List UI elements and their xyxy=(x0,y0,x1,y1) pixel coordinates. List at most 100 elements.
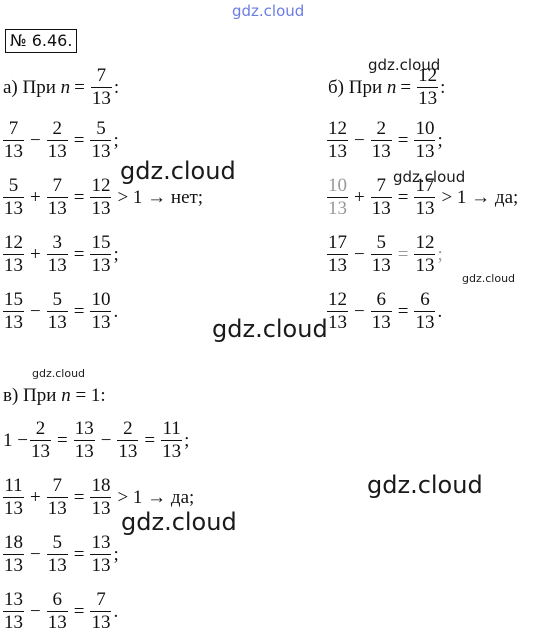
watermark: gdz.cloud xyxy=(367,471,483,499)
operator: + xyxy=(354,187,365,208)
denominator: 13 xyxy=(46,197,68,219)
numerator: 5 xyxy=(8,175,19,196)
part-b-label: б) При xyxy=(328,77,383,98)
watermark: gdz.cloud xyxy=(462,272,516,285)
denominator: 13 xyxy=(3,497,24,519)
equals-sign: = xyxy=(400,77,412,98)
variable-n: n xyxy=(60,77,71,98)
numerator: 10 xyxy=(328,175,347,196)
numerator: 12 xyxy=(328,289,347,310)
numerator: 17 xyxy=(328,232,347,253)
watermark: gdz.cloud xyxy=(368,56,441,74)
denominator: 13 xyxy=(46,254,68,276)
operator: + xyxy=(30,244,41,265)
task-number: № 6.46. xyxy=(5,29,78,53)
equals-sign: = xyxy=(73,301,85,322)
denominator: 13 xyxy=(46,554,68,576)
denominator: 13 xyxy=(46,497,68,519)
numerator: 2 xyxy=(376,118,386,139)
denominator: 13 xyxy=(370,254,392,276)
watermark: gdz.cloud xyxy=(32,367,86,380)
numerator: 11 xyxy=(4,475,23,496)
numerator: 12 xyxy=(328,118,347,139)
numerator: 6 xyxy=(52,589,62,610)
part-v-label: в) При xyxy=(3,385,57,406)
denominator: 13 xyxy=(3,254,24,276)
numerator: 12 xyxy=(4,232,23,253)
operator: + xyxy=(30,487,41,508)
watermark: gdz.cloud xyxy=(120,157,236,185)
colon: : xyxy=(113,77,120,98)
row-tail: . xyxy=(437,301,443,322)
numerator: 5 xyxy=(96,118,106,139)
denominator: 13 xyxy=(90,197,112,219)
denominator: 13 xyxy=(327,197,348,219)
denominator: 13 xyxy=(370,311,392,333)
denominator: 13 xyxy=(90,554,112,576)
numerator: 2 xyxy=(35,418,46,439)
equals-sign: = xyxy=(397,187,409,208)
denominator: 13 xyxy=(161,440,183,462)
watermark: gdz.cloud xyxy=(121,508,237,536)
equals-sign: = xyxy=(74,77,85,98)
row-tail: > 1 → да; xyxy=(117,487,195,508)
numerator: 15 xyxy=(91,232,111,253)
denominator: 13 xyxy=(3,554,24,576)
equals-sign: = xyxy=(56,430,68,451)
row-tail: ; xyxy=(113,544,119,565)
denominator: 13 xyxy=(327,140,348,162)
operator: + xyxy=(30,187,41,208)
denominator: 13 xyxy=(414,254,436,276)
row-lead: 1 − xyxy=(3,430,28,451)
colon: : xyxy=(440,77,446,98)
operator: − xyxy=(30,130,41,151)
equals-sign: = xyxy=(397,244,409,265)
denominator: 13 xyxy=(414,311,436,333)
denominator: 13 xyxy=(46,611,68,633)
numerator: 5 xyxy=(376,232,386,253)
fraction: 7 13 xyxy=(90,66,112,109)
watermark: gdz.cloud xyxy=(212,315,328,343)
numerator: 7 xyxy=(52,475,62,496)
row-tail: ; xyxy=(437,130,443,151)
equals-sign: = xyxy=(397,301,409,322)
equals-sign: = xyxy=(73,544,85,565)
operator: − xyxy=(30,544,41,565)
fraction: 12 13 xyxy=(417,66,439,109)
denominator: 13 xyxy=(90,497,112,519)
row-tail: ; xyxy=(437,244,443,265)
denominator: 13 xyxy=(327,311,348,333)
numerator: 13 xyxy=(74,418,94,439)
numerator: 17 xyxy=(415,175,435,196)
numerator: 12 xyxy=(415,232,435,253)
part-a-label: а) При xyxy=(3,77,56,98)
denominator: 13 xyxy=(90,87,112,109)
numerator: 12 xyxy=(91,175,111,196)
